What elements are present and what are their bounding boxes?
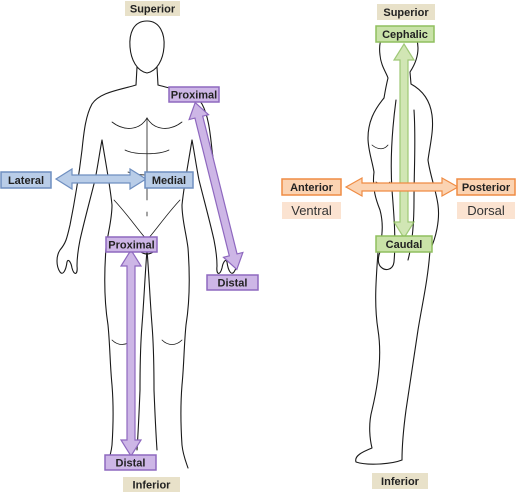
svg-text:Cephalic: Cephalic <box>382 29 428 41</box>
svg-text:Superior: Superior <box>130 4 176 16</box>
svg-text:Distal: Distal <box>218 278 248 290</box>
svg-text:Ventral: Ventral <box>291 203 332 218</box>
superior-label-right: Superior <box>377 4 435 20</box>
lateral-label: Lateral <box>0 171 52 189</box>
distal-arm-label: Distal <box>206 274 259 291</box>
superior-label-left: Superior <box>125 1 180 16</box>
svg-text:Proximal: Proximal <box>108 240 154 252</box>
lateral-medial-arrow <box>54 167 148 191</box>
arm-proximal-distal-arrow <box>188 101 244 271</box>
cephalic-caudal-arrow <box>392 42 416 240</box>
caudal-label: Caudal <box>375 235 433 253</box>
distal-leg-label: Distal <box>104 454 157 471</box>
posterior-label: Posterior <box>456 178 516 196</box>
svg-text:Inferior: Inferior <box>381 476 420 488</box>
anterior-label: Anterior <box>281 178 342 196</box>
svg-text:Caudal: Caudal <box>386 239 423 251</box>
svg-text:Inferior: Inferior <box>133 480 172 492</box>
svg-text:Superior: Superior <box>383 7 429 19</box>
inferior-label-left: Inferior <box>123 477 180 492</box>
proximal-leg-label: Proximal <box>105 236 158 253</box>
dorsal-label: Dorsal <box>457 202 515 219</box>
cephalic-label: Cephalic <box>375 25 435 43</box>
inferior-label-right: Inferior <box>372 473 428 489</box>
proximal-arm-label: Proximal <box>168 86 220 103</box>
svg-text:Anterior: Anterior <box>290 182 334 194</box>
svg-text:Distal: Distal <box>116 458 146 470</box>
svg-text:Posterior: Posterior <box>462 182 511 194</box>
svg-text:Proximal: Proximal <box>171 90 217 102</box>
ventral-label: Ventral <box>282 202 341 219</box>
side-body-figure <box>355 25 440 465</box>
svg-text:Medial: Medial <box>152 175 186 187</box>
svg-text:Lateral: Lateral <box>8 175 44 187</box>
svg-text:Dorsal: Dorsal <box>467 203 505 218</box>
medial-label: Medial <box>144 171 194 189</box>
